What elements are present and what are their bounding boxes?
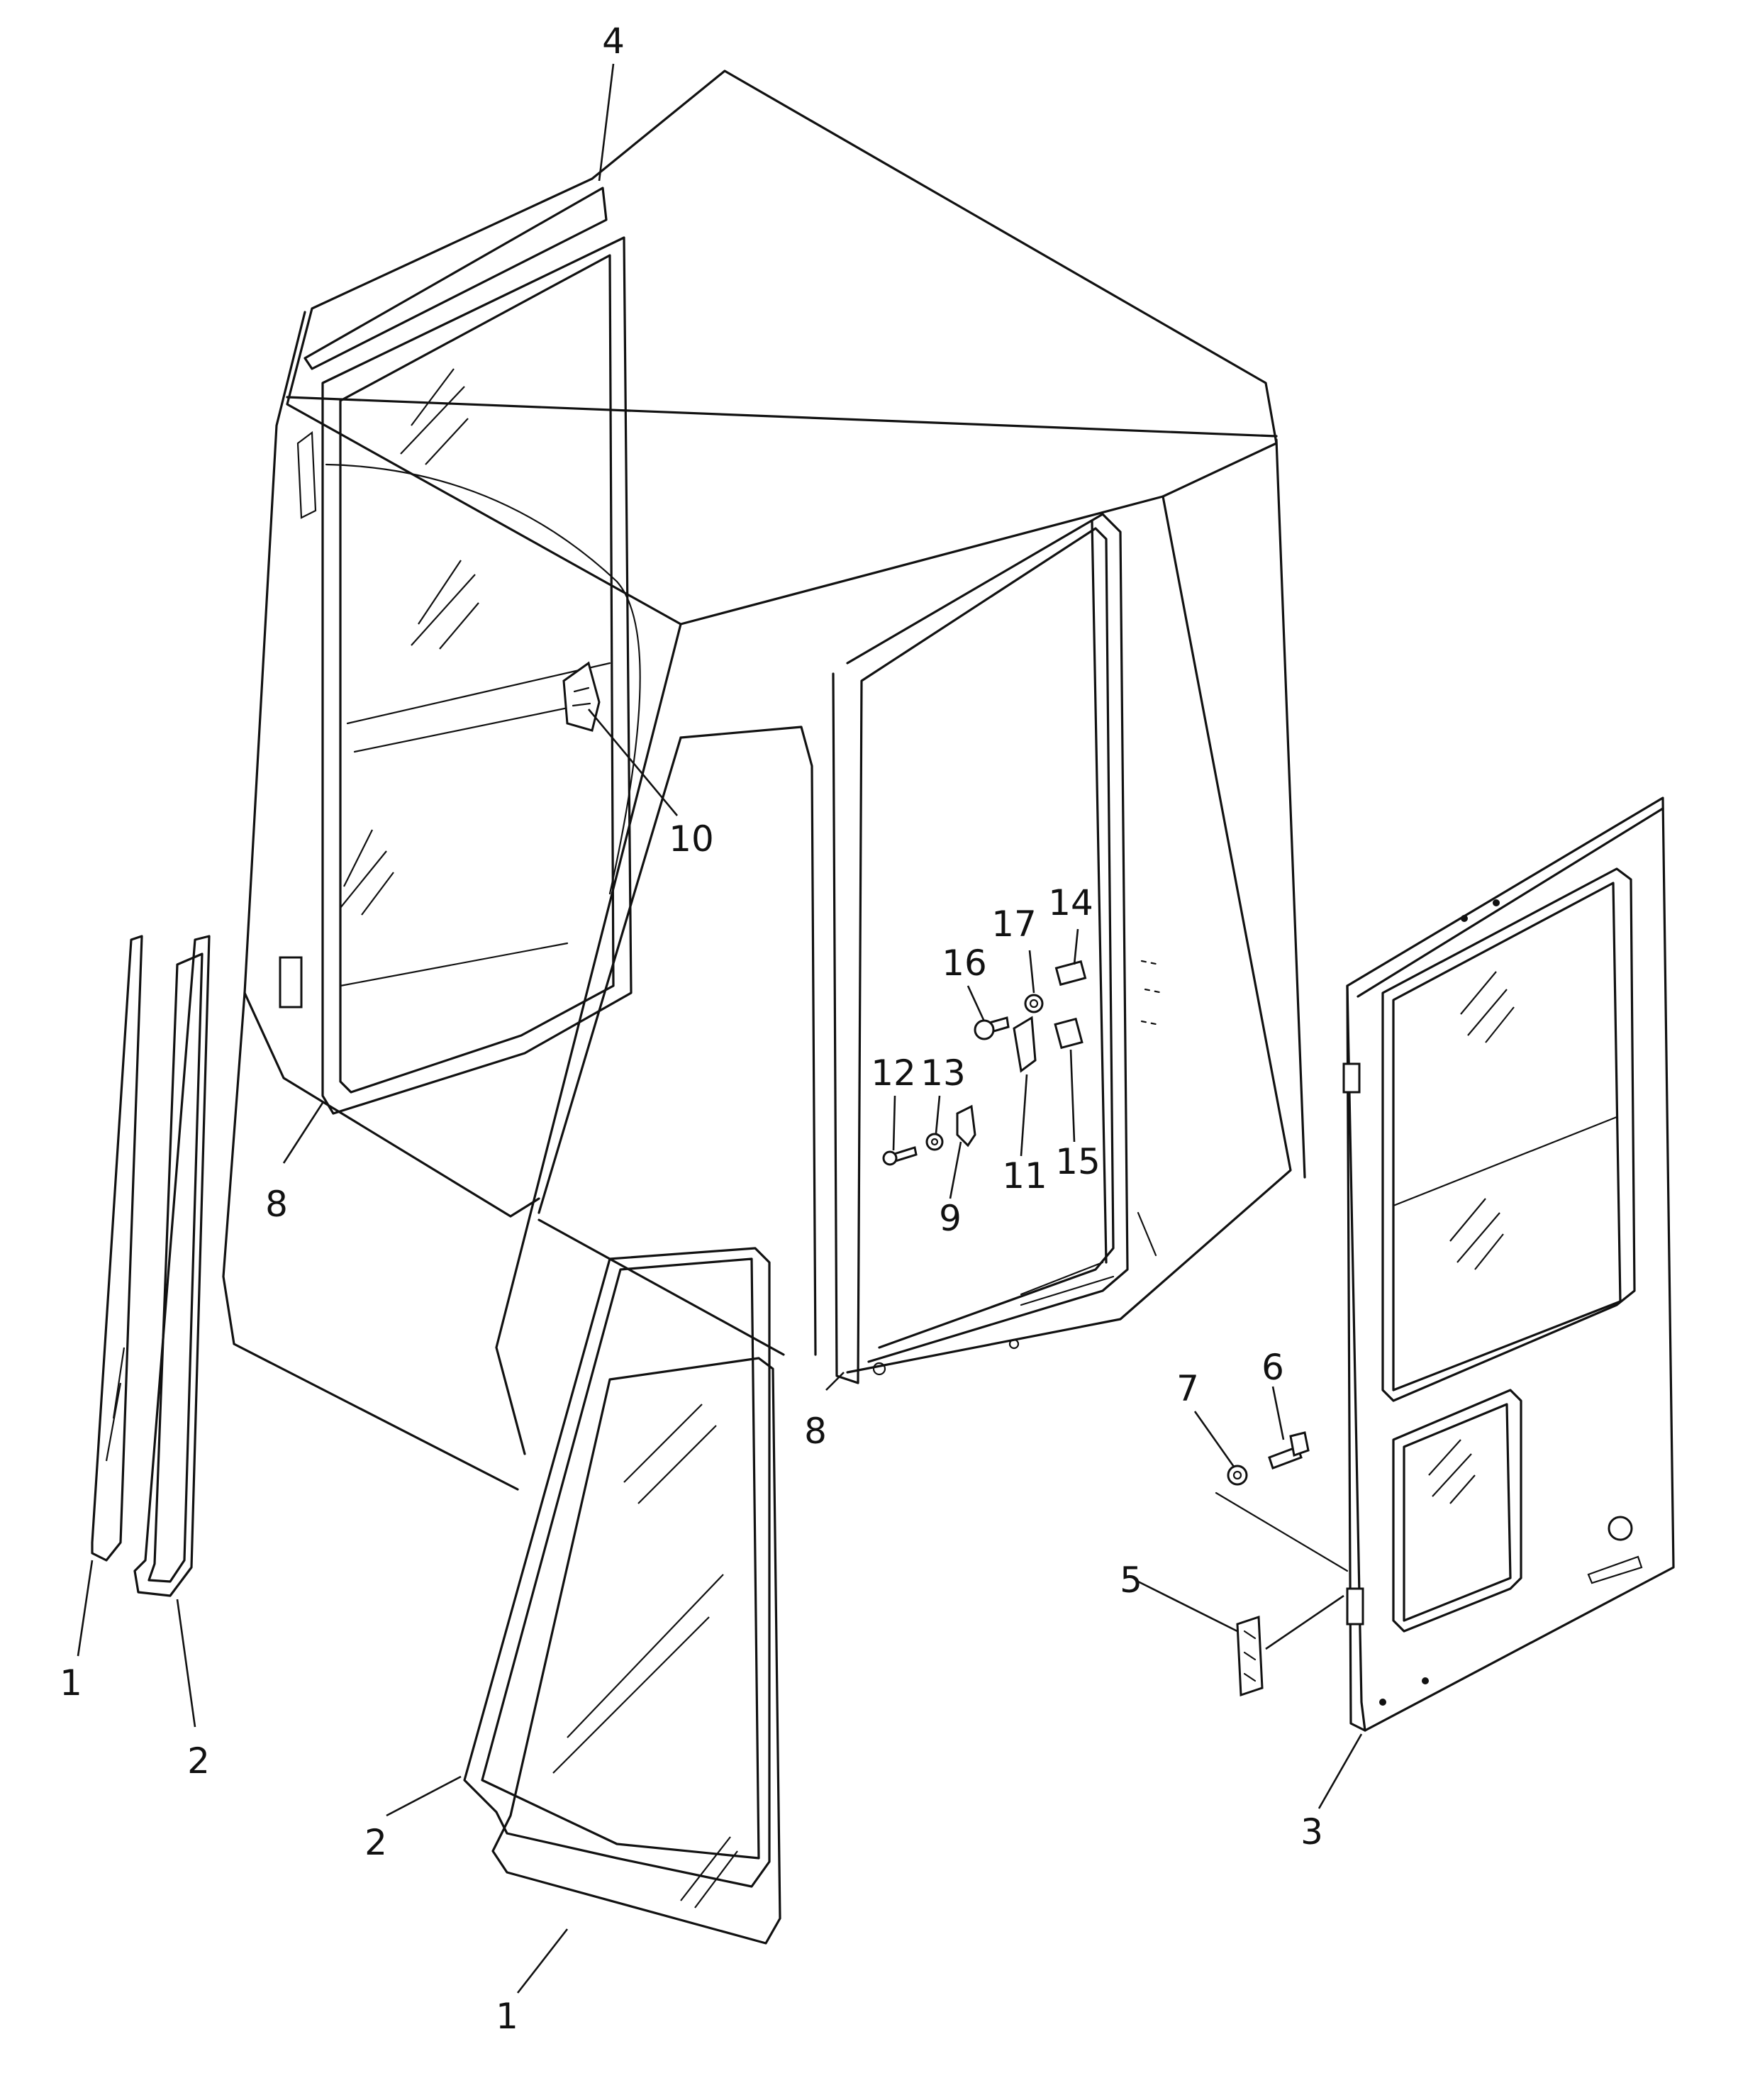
door-hinge-hardware — [1215, 1431, 1349, 1697]
side-glass-narrow — [91, 935, 143, 1562]
callout-16: 16 — [942, 943, 987, 984]
callout-12: 12 — [871, 1052, 916, 1094]
callout-1-left: 1 — [60, 1662, 82, 1704]
front-window-frame — [279, 187, 682, 1115]
latch-hardware — [882, 960, 1164, 1166]
callout-1-center: 1 — [496, 1996, 518, 2037]
callout-9: 9 — [939, 1198, 962, 1239]
callout-3: 3 — [1300, 1811, 1323, 1852]
callout-8-center: 8 — [804, 1411, 827, 1452]
callout-13: 13 — [920, 1052, 966, 1094]
callout-17: 17 — [991, 904, 1037, 945]
callout-11: 11 — [1002, 1155, 1047, 1196]
door-assembly — [1342, 796, 1675, 1732]
callout-10: 10 — [669, 818, 714, 860]
callout-4: 4 — [602, 21, 625, 62]
side-glass-narrow-seal — [133, 935, 211, 1597]
callout-8-left: 8 — [265, 1184, 288, 1225]
callout-6: 6 — [1261, 1347, 1284, 1388]
callout-2-center: 2 — [364, 1822, 387, 1863]
callout-labels: 4 10 8 8 14 17 16 13 12 9 11 15 6 7 5 3 … — [60, 21, 1323, 2037]
callout-14: 14 — [1048, 882, 1093, 923]
cab-body — [222, 70, 1306, 1491]
callout-15: 15 — [1055, 1141, 1101, 1182]
callout-5: 5 — [1120, 1560, 1142, 1601]
side-door-opening-frame — [832, 513, 1157, 1384]
rear-glass-seal — [463, 1247, 771, 1888]
callout-2-left: 2 — [187, 1740, 210, 1782]
leader-lines — [77, 63, 1363, 1994]
rear-glass-pane — [491, 1357, 781, 1945]
callout-7: 7 — [1176, 1368, 1199, 1409]
